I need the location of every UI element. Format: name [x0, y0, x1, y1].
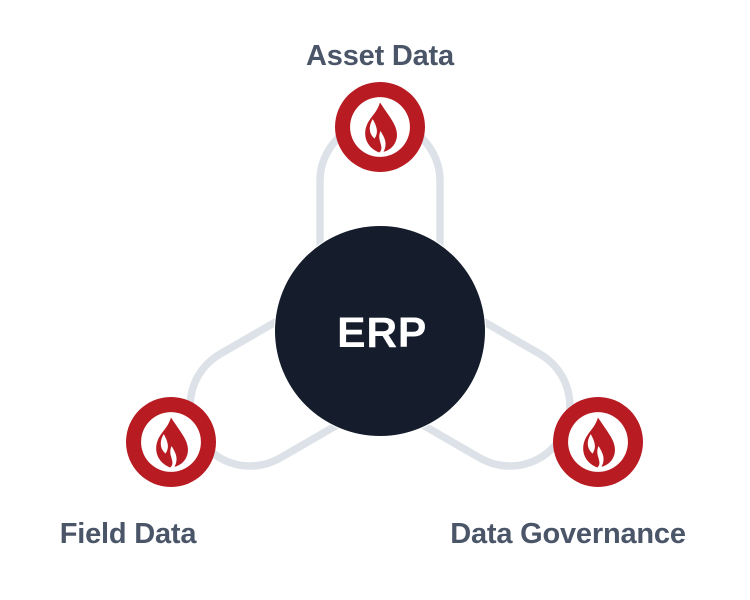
- node-asset-data[interactable]: [335, 82, 425, 172]
- node-field-data[interactable]: [126, 397, 216, 487]
- node-data-governance-label: Data Governance: [450, 518, 686, 550]
- corner-marker-bottom-left: [0, 597, 2, 599]
- hub-circle[interactable]: [275, 226, 485, 436]
- corner-marker-bottom-right: [747, 597, 749, 599]
- corner-marker-top-left: [0, 0, 2, 2]
- hub-node[interactable]: ERP: [275, 226, 485, 436]
- node-asset-data-label: Asset Data: [306, 40, 455, 72]
- hub-label: ERP: [337, 309, 427, 357]
- node-field-data-label: Field Data: [60, 518, 198, 550]
- node-data-governance[interactable]: [553, 397, 643, 487]
